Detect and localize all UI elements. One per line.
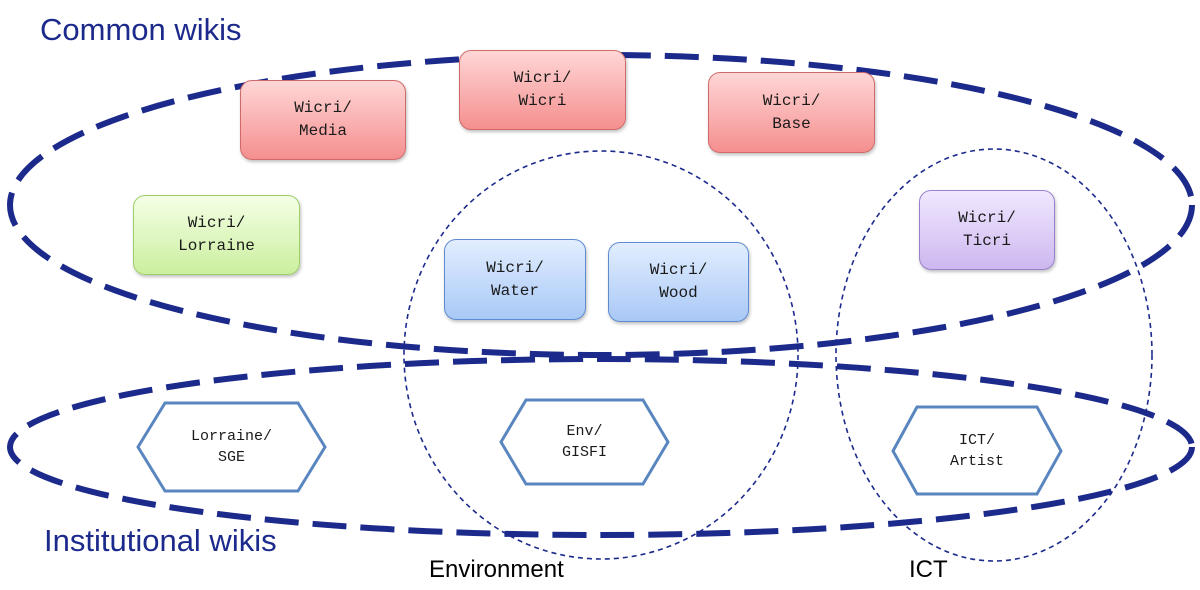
wiki-box-line: Wicri/ — [187, 214, 246, 232]
wiki-box-line: Base — [772, 114, 811, 133]
hex-label-line: Lorraine/ — [190, 428, 272, 445]
wiki-box-water[interactable]: Wicri/ Water — [444, 239, 586, 320]
hex-label-lorraine-sge[interactable]: Lorraine/ SGE — [165, 403, 298, 491]
environment-label: Environment — [429, 556, 564, 583]
hex-label-line: Artist — [949, 452, 1004, 470]
wiki-box-line: Wicri/ — [294, 99, 352, 117]
ict-ellipse — [835, 148, 1153, 562]
wiki-box-media[interactable]: Wicri/ Media — [240, 80, 406, 160]
wiki-box-lorraine[interactable]: Wicri/ Lorraine — [133, 195, 300, 275]
lorraine-sge-hexagon — [136, 401, 327, 493]
wiki-box-line: Water — [490, 281, 539, 300]
wiki-box-base[interactable]: Wicri/ Base — [708, 72, 875, 153]
hex-label-ict-artist[interactable]: ICT/ Artist — [917, 407, 1037, 494]
wiki-box-line: Wicri/ — [513, 69, 572, 87]
ict-artist-hexagon — [891, 405, 1063, 496]
hex-label-env-gisfi[interactable]: Env/ GISFI — [526, 400, 643, 484]
environment-ellipse — [403, 150, 799, 560]
wiki-box-line: Media — [298, 122, 347, 140]
wiki-box-wicri[interactable]: Wicri/ Wicri — [459, 50, 626, 130]
wiki-box-ticri[interactable]: Wicri/ Ticri — [919, 190, 1055, 270]
wiki-box-line: Wicri/ — [486, 258, 544, 277]
wiki-box-line: Wicri — [518, 92, 567, 110]
institutional-wikis-ellipse — [7, 356, 1195, 538]
wiki-box-line: Wicri/ — [649, 261, 708, 279]
hex-label-line: Env/ — [566, 423, 603, 440]
wiki-box-wood[interactable]: Wicri/ Wood — [608, 242, 749, 322]
hex-label-line: SGE — [217, 449, 245, 466]
wiki-box-line: Wood — [659, 284, 698, 302]
common-wikis-title: Common wikis — [40, 12, 242, 47]
wiki-box-line: Ticri — [962, 232, 1011, 250]
ict-label: ICT — [909, 556, 948, 583]
hex-label-line: ICT/ — [958, 431, 995, 449]
env-gisfi-hexagon — [499, 398, 670, 486]
hex-label-line: GISFI — [561, 444, 607, 461]
wiki-box-line: Wicri/ — [958, 209, 1016, 227]
institutional-wikis-title: Institutional wikis — [44, 523, 277, 558]
wiki-box-line: Lorraine — [178, 237, 255, 255]
wiki-box-line: Wicri/ — [762, 91, 821, 110]
